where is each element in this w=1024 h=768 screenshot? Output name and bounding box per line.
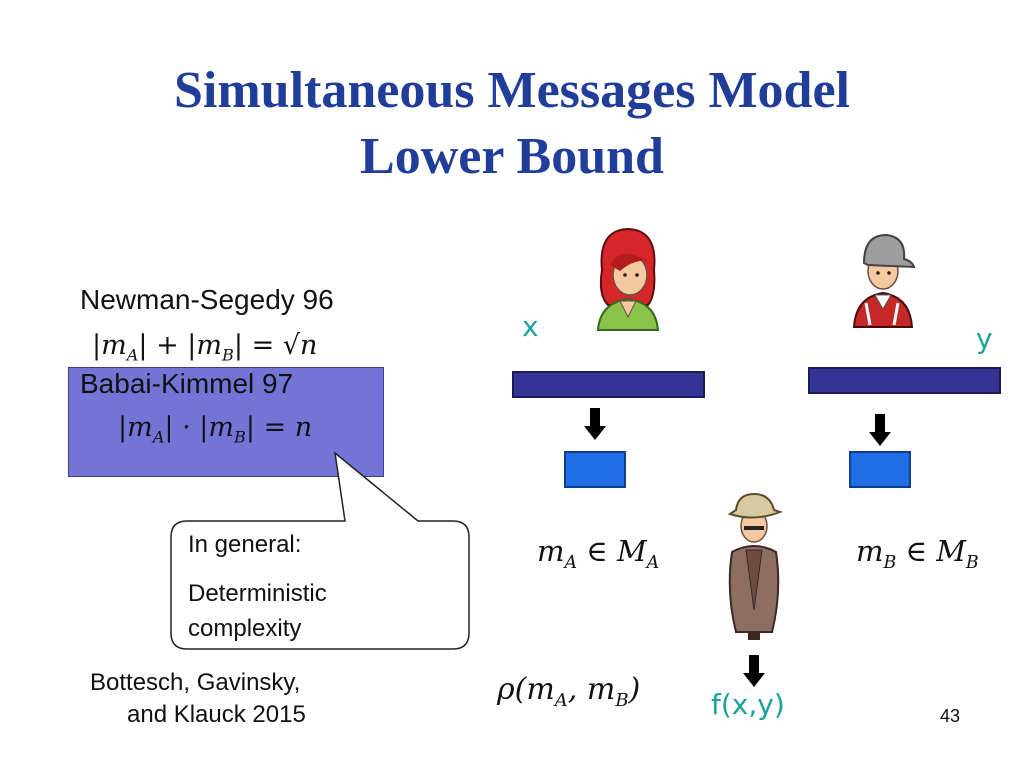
babai-formula: |mA| · |mB| = n [118, 412, 313, 447]
alice-message-box [564, 451, 626, 488]
callout-line-3: complexity [188, 615, 302, 642]
bob-message-label: mB ∈ MB [856, 534, 979, 573]
callout-line-1: In general: [188, 531, 302, 558]
woman-icon [596, 227, 660, 331]
input-x-label: x [522, 310, 539, 343]
referee-function-label: ρ(mA, mB) [497, 672, 641, 711]
title-line-1: Simultaneous Messages Model [174, 62, 850, 119]
bob-message-box [849, 451, 911, 488]
down-arrow-icon [584, 408, 606, 440]
man-cap-icon [852, 233, 916, 328]
babai-kimmel-highlight-box [68, 367, 384, 477]
citation-line-2: and Klauck 2015 [127, 701, 306, 728]
callout-line-2: Deterministic [188, 580, 327, 607]
referee-hat-icon [727, 492, 783, 640]
input-y-label: y [976, 322, 993, 355]
callout-bubble [170, 451, 470, 650]
newman-segedy-label: Newman-Segedy 96 [80, 284, 334, 315]
babai-kimmel-label: Babai-Kimmel 97 [80, 368, 294, 399]
page-number: 43 [940, 706, 961, 726]
alice-message-label: mA ∈ MA [537, 534, 660, 573]
alice-input-bar [512, 371, 705, 398]
title-line-2: Lower Bound [360, 128, 664, 185]
output-label: f(x,y) [711, 688, 785, 721]
down-arrow-icon [743, 655, 765, 687]
citation-line-1: Bottesch, Gavinsky, [90, 669, 301, 696]
slide-title: Simultaneous Messages Model Lower Bound [0, 58, 1024, 190]
down-arrow-icon [869, 414, 891, 446]
newman-formula: |mA| + |mB| = √n [92, 330, 318, 365]
bob-input-bar [808, 367, 1001, 394]
